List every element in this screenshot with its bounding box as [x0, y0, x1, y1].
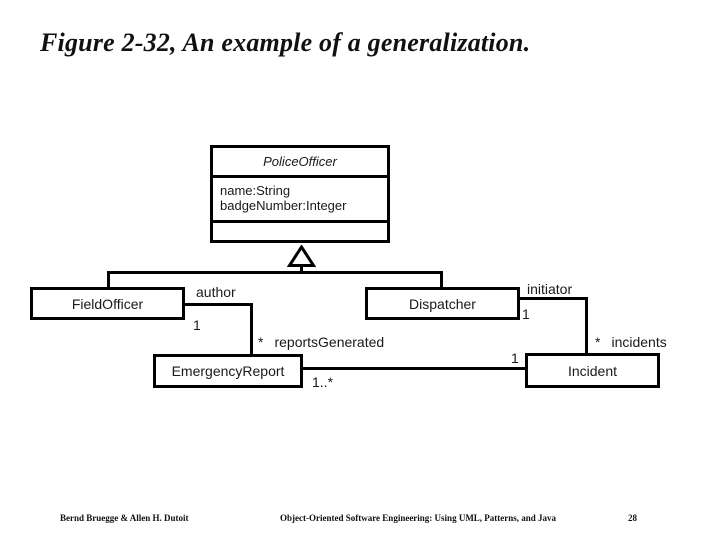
- class-name-emergency-report: EmergencyReport: [171, 363, 285, 379]
- footer-page-number: 28: [628, 513, 637, 523]
- multiplicity-incident-one: 1: [511, 350, 519, 366]
- class-name-incident: Incident: [567, 362, 618, 379]
- multiplicity-incidents-star: *: [595, 334, 601, 350]
- role-incidents-label: incidents: [611, 334, 667, 350]
- association-role-incidents: * incidents: [595, 334, 667, 350]
- role-reports-generated-label: reportsGenerated: [274, 334, 385, 350]
- author-association-line-vertical: [250, 303, 253, 355]
- footer-book-title: Object-Oriented Software Engineering: Us…: [280, 513, 557, 523]
- class-operations-empty: [213, 223, 387, 237]
- association-role-initiator: initiator: [527, 281, 573, 297]
- generalization-drop-line-right: [440, 271, 443, 288]
- class-box-field-officer: FieldOfficer: [30, 287, 185, 320]
- class-box-emergency-report: EmergencyReport: [153, 354, 303, 388]
- class-box-incident: Incident: [525, 353, 660, 388]
- association-role-author: author: [196, 284, 236, 300]
- generalization-drop-line-left: [107, 271, 110, 288]
- footer-authors: Bernd Bruegge & Allen H. Dutoit: [60, 513, 189, 523]
- class-name-dispatcher: Dispatcher: [409, 295, 476, 312]
- class-box-dispatcher: Dispatcher: [365, 287, 520, 320]
- report-incident-association-line: [303, 367, 525, 370]
- class-name-police-officer: PoliceOfficer: [213, 148, 387, 178]
- generalization-stub-line: [300, 265, 303, 273]
- author-association-line-horizontal: [185, 303, 253, 306]
- class-name-field-officer: FieldOfficer: [71, 295, 144, 312]
- association-role-reports-generated: * reportsGenerated: [258, 334, 384, 350]
- attribute-badge-number: badgeNumber:Integer: [220, 198, 347, 213]
- slide-title: Figure 2-32, An example of a generalizat…: [40, 28, 531, 57]
- multiplicity-reports-star: *: [258, 334, 264, 350]
- multiplicity-initiator-one: 1: [522, 306, 530, 322]
- attribute-name: name:String: [220, 183, 291, 198]
- class-attributes-police-officer: name:String badgeNumber:Integer: [213, 178, 387, 223]
- multiplicity-one-to-many: 1..*: [312, 374, 334, 390]
- slide-footer: Bernd Bruegge & Allen H. Dutoit Object-O…: [0, 513, 720, 529]
- initiator-association-line-vertical: [585, 297, 588, 355]
- multiplicity-author-one: 1: [193, 317, 201, 333]
- class-box-police-officer: PoliceOfficer name:String badgeNumber:In…: [210, 145, 390, 243]
- initiator-association-line-horizontal: [520, 297, 588, 300]
- generalization-horizontal-line: [107, 271, 443, 274]
